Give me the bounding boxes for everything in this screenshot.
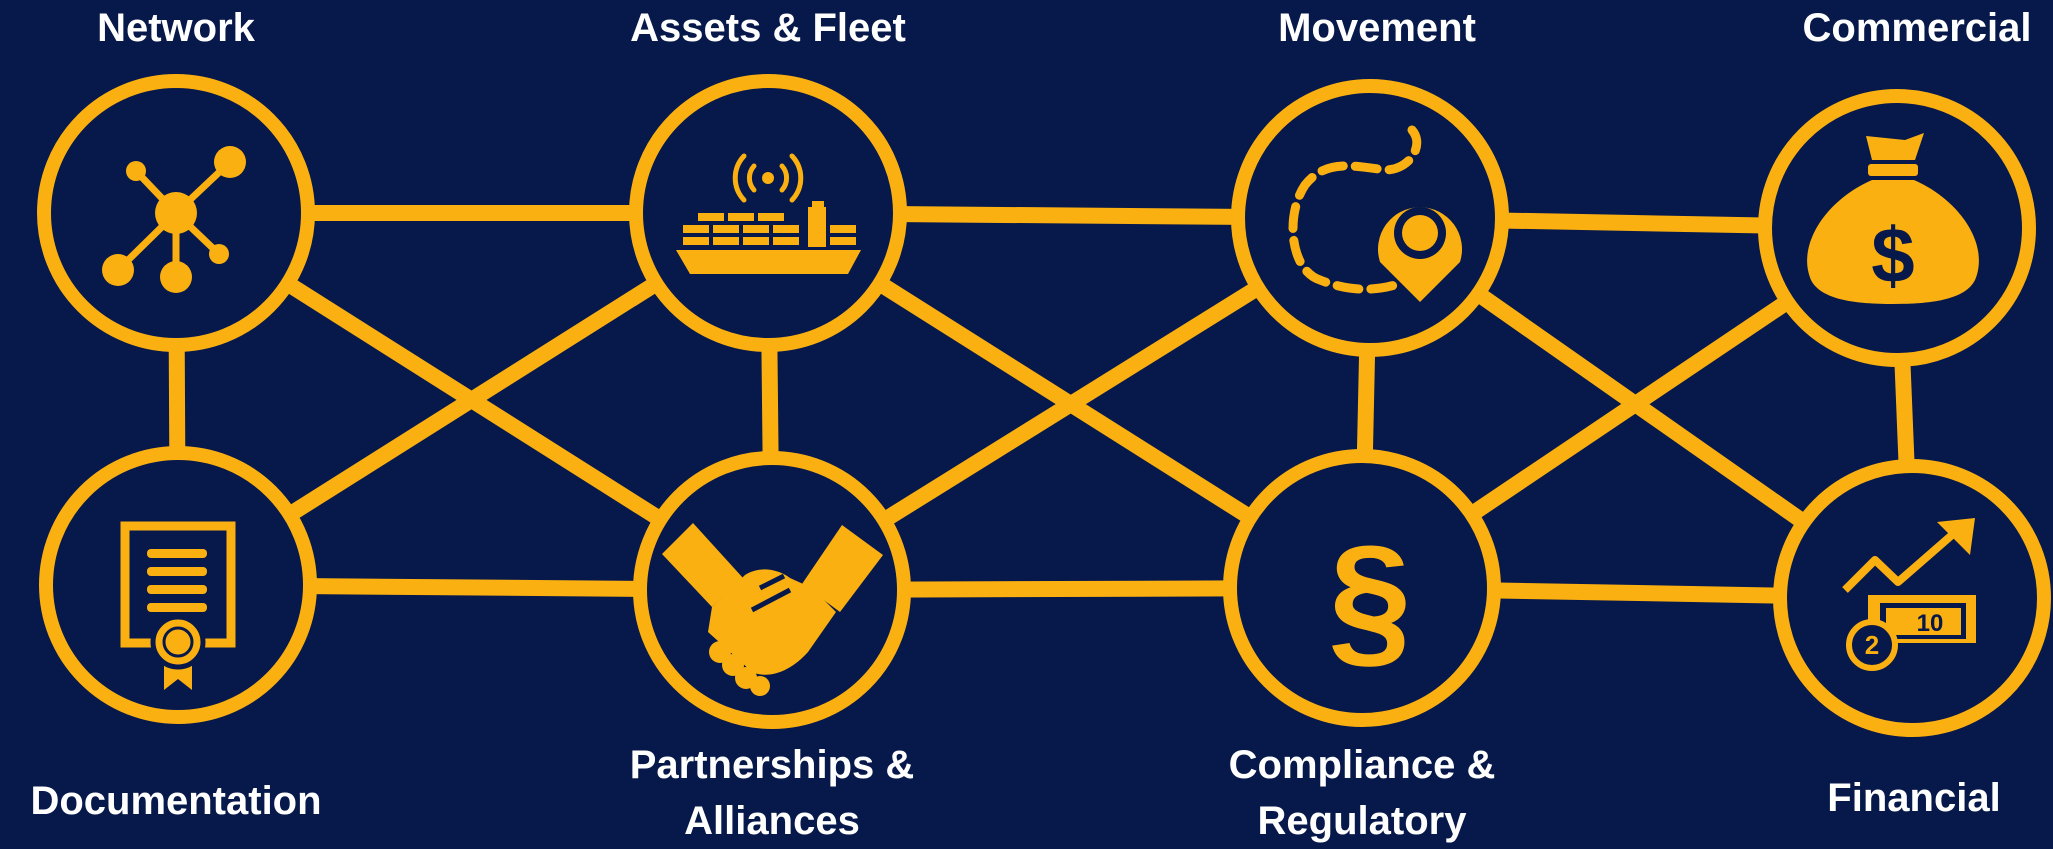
- section-sign-icon: §: [1328, 514, 1411, 682]
- label-line: Commercial: [1802, 6, 2032, 50]
- node-circle-movement: [1231, 79, 1509, 357]
- label-line: Regulatory: [1257, 799, 1467, 843]
- label-compliance-regulatory: Compliance & Regulatory: [1229, 737, 1496, 849]
- money-bag-icon: $: [1807, 133, 1979, 304]
- label-line: Financial: [1827, 776, 2001, 820]
- label-line: Documentation: [30, 779, 322, 823]
- label-line: Partnerships &: [629, 743, 915, 787]
- label-line: Network: [97, 6, 255, 50]
- dollar-symbol: $: [1871, 211, 1914, 299]
- bill-number: 10: [1917, 610, 1944, 637]
- label-line: Assets & Fleet: [630, 6, 906, 50]
- growth-money-icon: 10 2: [1842, 518, 1976, 671]
- label-assets-fleet: Assets & Fleet: [630, 0, 906, 56]
- label-movement: Movement: [1278, 0, 1476, 56]
- label-documentation: Documentation: [30, 773, 321, 829]
- network-icon: [102, 146, 246, 293]
- certificate-icon: [120, 521, 236, 690]
- label-line: Alliances: [684, 799, 860, 843]
- route-pin-icon: [1288, 125, 1462, 302]
- label-line: Movement: [1278, 6, 1476, 50]
- cargo-ship-icon: [676, 153, 861, 274]
- coin-number: 2: [1865, 630, 1879, 660]
- label-partnerships-alliances: Partnerships & Alliances: [630, 737, 915, 849]
- label-financial: Financial: [1827, 770, 2000, 826]
- node-circle-compliance: [1223, 449, 1501, 727]
- connection-lines: [168, 205, 1920, 606]
- handshake-icon: [662, 523, 883, 696]
- label-network: Network: [97, 0, 255, 56]
- node-circles: [37, 74, 2051, 737]
- label-commercial: Commercial: [1803, 0, 2032, 56]
- label-line: Compliance &: [1228, 743, 1496, 787]
